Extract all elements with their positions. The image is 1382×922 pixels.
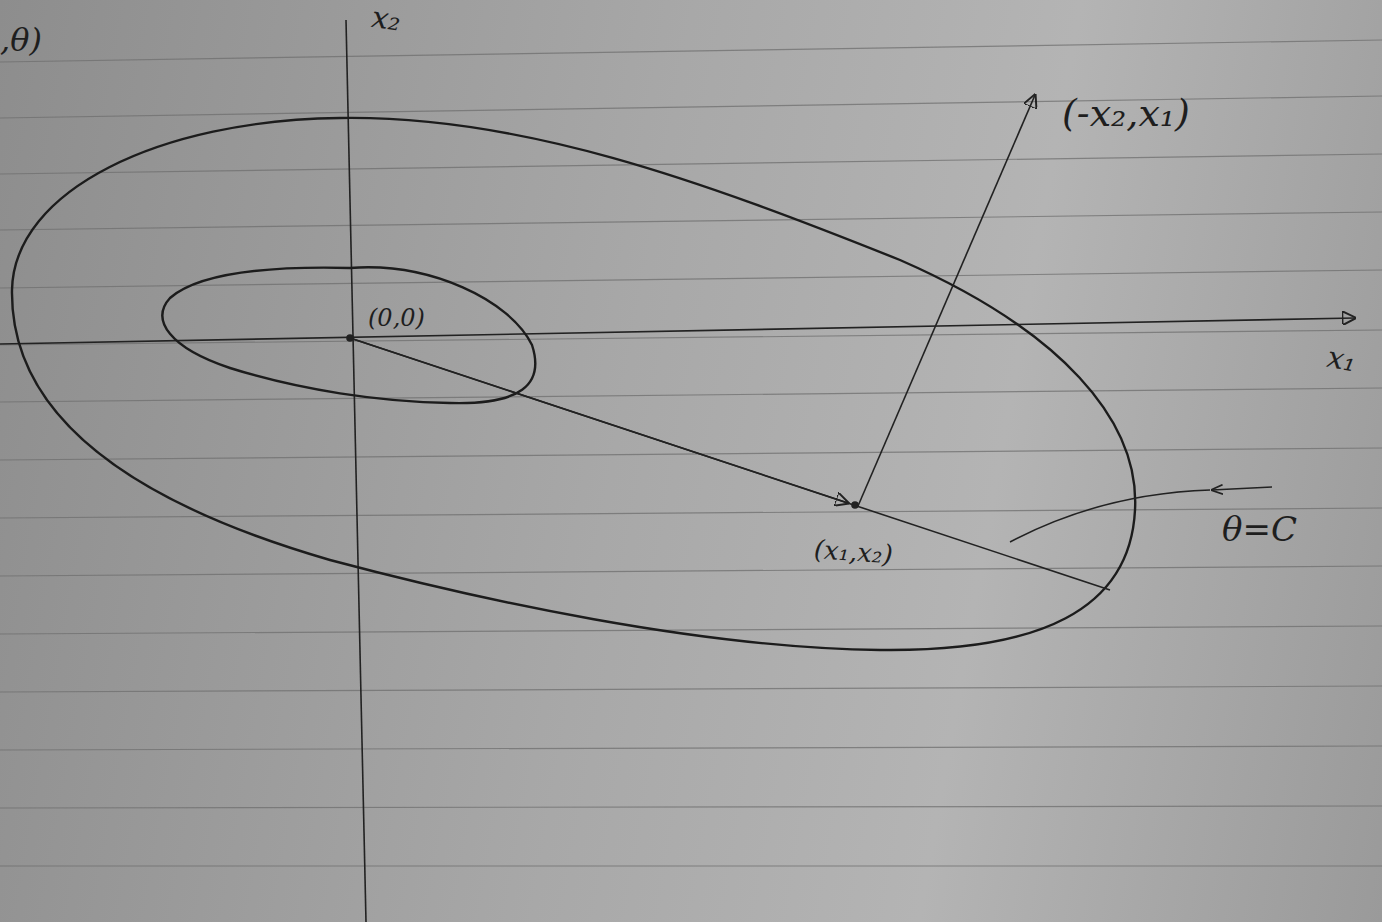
point-label: (x₁,x₂) (813, 536, 893, 567)
level-curves (12, 118, 1135, 650)
vector-label: (-x₂,x₁) (1062, 94, 1190, 132)
vectors (347, 95, 1110, 590)
curve-label: θ=C (1222, 512, 1297, 546)
axis-label: x₁ (1325, 342, 1359, 377)
partial-heading: ,θ) (0, 24, 42, 56)
axis-label: x₂ (370, 2, 403, 36)
axes (0, 20, 1355, 922)
ruled-lines (0, 40, 1382, 866)
point-label: (0,0) (368, 306, 425, 330)
